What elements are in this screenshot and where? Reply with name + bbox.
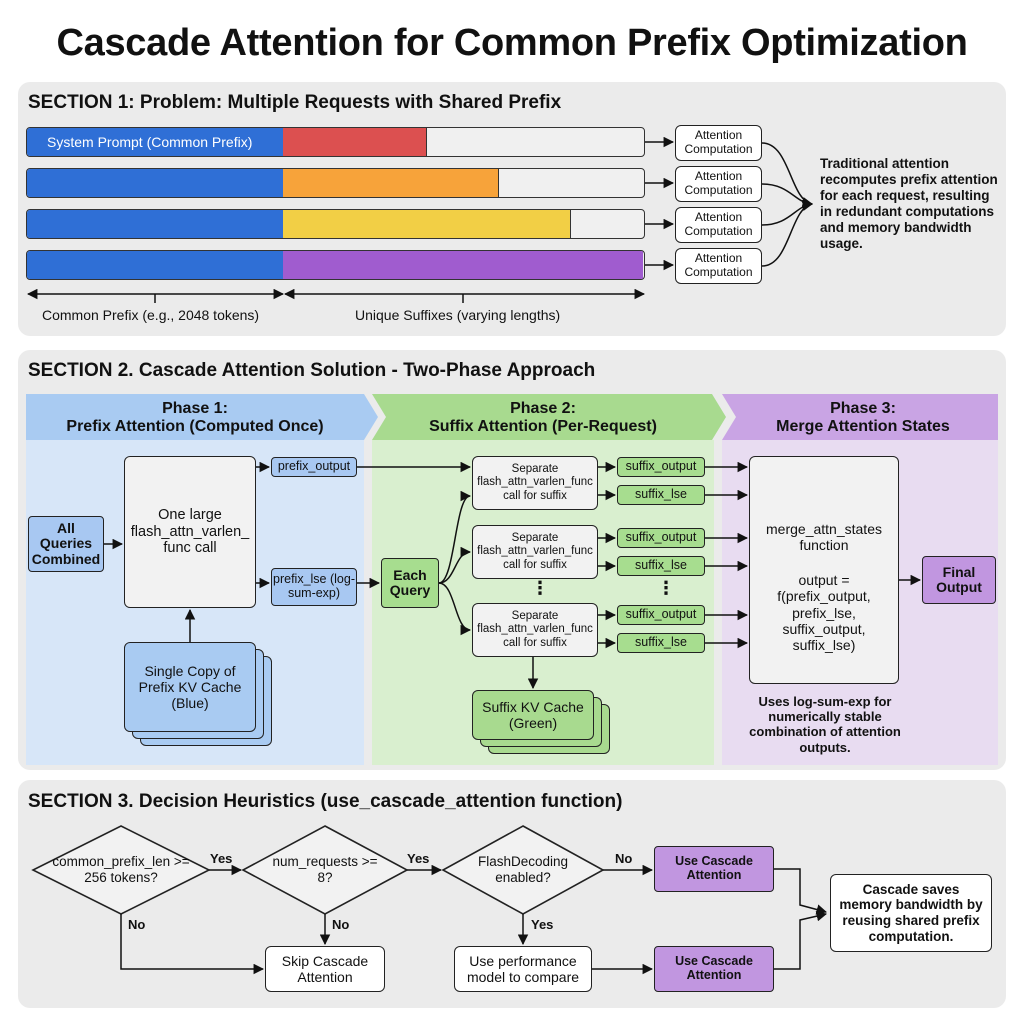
ellipsis-vertical: ⋮ bbox=[531, 578, 549, 598]
attention-computation-box: Attention Computation bbox=[675, 207, 762, 243]
phase-2-header: Phase 2: Suffix Attention (Per-Request) bbox=[372, 396, 714, 440]
attention-computation-box: Attention Computation bbox=[675, 166, 762, 202]
yes-label: Yes bbox=[210, 851, 233, 866]
decision-flashdecoding: FlashDecoding enabled? bbox=[477, 854, 569, 885]
prefix-segment bbox=[27, 251, 283, 279]
request-bar-4 bbox=[26, 250, 645, 280]
phase-3-header: Phase 3: Merge Attention States bbox=[728, 396, 998, 440]
suffix-segment bbox=[283, 210, 571, 238]
section-3-title: SECTION 3. Decision Heuristics (use_casc… bbox=[28, 791, 623, 812]
page-title: Cascade Attention for Common Prefix Opti… bbox=[56, 22, 968, 64]
prefix-kv-cache: Single Copy of Prefix KV Cache (Blue) bbox=[124, 642, 256, 732]
suffix-output-tag: suffix_output bbox=[617, 605, 705, 625]
decision-num-requests: num_requests >= 8? bbox=[272, 854, 378, 885]
phase-1-header: Phase 1: Prefix Attention (Computed Once… bbox=[26, 396, 364, 440]
prefix-flash-attn-call-box: One large flash_attn_varlen_ func call bbox=[124, 456, 256, 608]
skip-cascade-box: Skip Cascade Attention bbox=[265, 946, 385, 992]
no-label: No bbox=[332, 917, 350, 932]
suffix-segment bbox=[283, 251, 643, 279]
suffix-kv-cache: Suffix KV Cache (Green) bbox=[472, 690, 594, 740]
merge-note: Uses log-sum-exp for numerically stable … bbox=[749, 694, 901, 755]
merge-function-box: merge_attn_states function output = f(pr… bbox=[749, 456, 899, 684]
prefix-segment bbox=[27, 169, 283, 197]
ellipsis-vertical: ⋮ bbox=[657, 578, 675, 598]
merge-function-name: merge_attn_states function bbox=[766, 521, 882, 554]
section-1-title: SECTION 1: Problem: Multiple Requests wi… bbox=[28, 92, 562, 113]
suffix-segment bbox=[283, 169, 499, 197]
request-bar-2 bbox=[26, 168, 645, 198]
phase-2-number: Phase 2: bbox=[510, 399, 576, 417]
yes-label: Yes bbox=[407, 851, 430, 866]
use-cascade-box: Use Cascade Attention bbox=[654, 946, 774, 992]
suffix-lse-tag: suffix_lse bbox=[617, 633, 705, 653]
use-cascade-box: Use Cascade Attention bbox=[654, 846, 774, 892]
suffix-output-tag: suffix_output bbox=[617, 457, 705, 477]
yes-label: Yes bbox=[531, 917, 554, 932]
request-bar-1: System Prompt (Common Prefix) bbox=[26, 127, 645, 157]
suffix-flash-attn-call-box: Separate flash_attn_varlen_func call for… bbox=[472, 456, 598, 510]
decision-prefix-length: common_prefix_len >= 256 tokens? bbox=[52, 854, 190, 885]
suffix-flash-attn-call-box: Separate flash_attn_varlen_func call for… bbox=[472, 525, 598, 579]
phase-1-name: Prefix Attention (Computed Once) bbox=[66, 418, 324, 435]
prefix-label: System Prompt (Common Prefix) bbox=[47, 134, 253, 150]
phase-2-name: Suffix Attention (Per-Request) bbox=[429, 418, 657, 435]
each-query-box: Each Query bbox=[381, 558, 439, 608]
common-prefix-axis-label: Common Prefix (e.g., 2048 tokens) bbox=[42, 307, 260, 323]
cascade-saves-note-box: Cascade saves memory bandwidth by reusin… bbox=[830, 874, 992, 952]
phase-1-number: Phase 1: bbox=[162, 399, 228, 417]
performance-model-box: Use performance model to compare bbox=[454, 946, 592, 992]
final-output-box: Final Output bbox=[922, 556, 996, 604]
unique-suffixes-axis-label: Unique Suffixes (varying lengths) bbox=[355, 307, 561, 323]
section-2-title: SECTION 2. Cascade Attention Solution - … bbox=[28, 360, 596, 381]
suffix-flash-attn-call-box: Separate flash_attn_varlen_func call for… bbox=[472, 603, 598, 657]
phase-3-name: Merge Attention States bbox=[776, 418, 950, 435]
suffix-lse-tag: suffix_lse bbox=[617, 556, 705, 576]
no-label: No bbox=[128, 917, 146, 932]
prefix-segment bbox=[27, 210, 283, 238]
request-bar-3 bbox=[26, 209, 645, 239]
attention-computation-box: Attention Computation bbox=[675, 125, 762, 161]
all-queries-box: All Queries Combined bbox=[28, 516, 104, 572]
phase-3-number: Phase 3: bbox=[830, 399, 896, 417]
prefix-output-tag: prefix_output bbox=[271, 457, 357, 477]
section-1-note: Traditional attention recomputes prefix … bbox=[820, 156, 998, 251]
prefix-lse-tag: prefix_lse (log-sum-exp) bbox=[271, 568, 357, 606]
no-label: No bbox=[615, 851, 633, 866]
suffix-segment bbox=[283, 128, 427, 156]
suffix-output-tag: suffix_output bbox=[617, 528, 705, 548]
merge-formula: output = f(prefix_output, prefix_lse, su… bbox=[777, 571, 871, 654]
suffix-lse-tag: suffix_lse bbox=[617, 485, 705, 505]
attention-computation-box: Attention Computation bbox=[675, 248, 762, 284]
prefix-segment bbox=[27, 128, 283, 156]
